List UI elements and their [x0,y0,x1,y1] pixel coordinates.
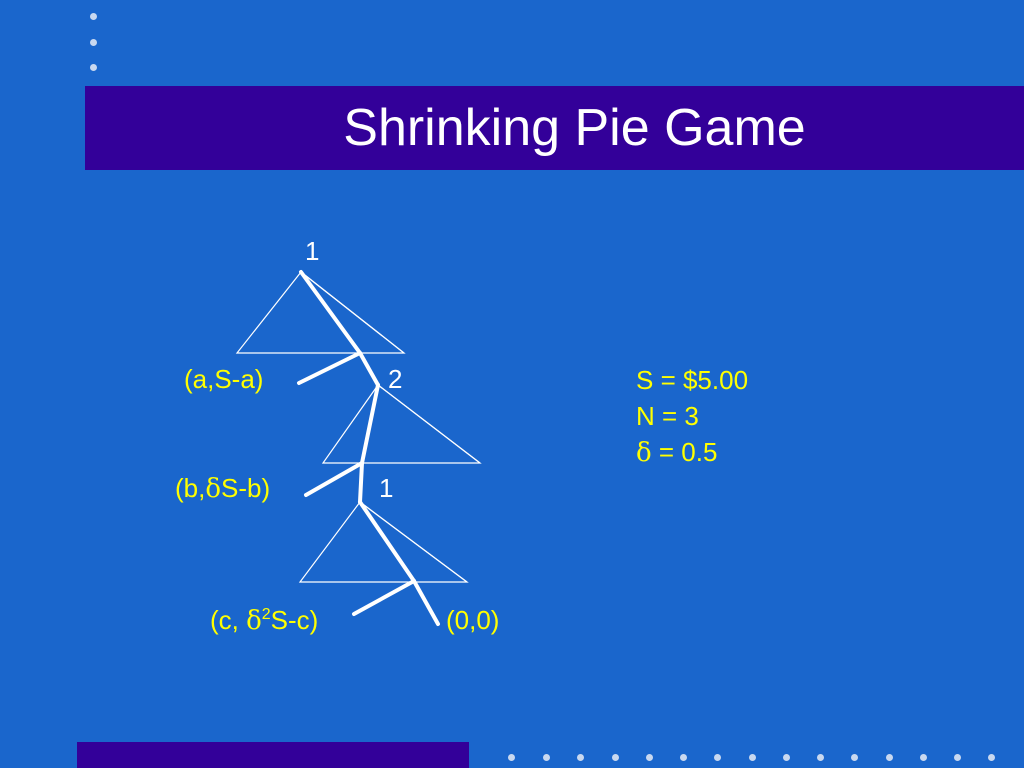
decor-dot-bottom-13 [920,754,927,761]
payoff-b-delta: δ [205,474,221,504]
slide-title: Shrinking Pie Game [343,99,806,157]
decor-dot-top-1 [90,13,97,20]
decor-dot-bottom-10 [817,754,824,761]
payoff-label-b: (b,δS-b) [175,475,270,502]
payoff-c-exponent: 2 [261,606,271,623]
decor-dot-bottom-6 [680,754,687,761]
tree-edge-thin-3 [359,501,468,583]
parameters-block: S = $5.00 N = 3 δ = 0.5 [636,362,748,471]
decor-dot-top-2 [90,39,97,46]
tree-edge-terminal [412,579,440,626]
param-delta: δ = 0.5 [636,434,748,471]
decor-dot-bottom-4 [612,754,619,761]
tree-edge-main-2 [360,383,380,465]
node-label-player-2: 2 [388,364,403,394]
payoff-label-a: (a,S-a) [184,366,263,392]
tree-edge-offer-a [297,351,362,385]
param-n: N = 3 [636,401,699,431]
payoff-label-terminal: (0,0) [446,605,500,635]
tree-edge-offer-c [352,579,416,616]
payoff-b-suffix: S-b) [221,473,271,503]
title-bar: Shrinking Pie Game [85,86,1024,170]
tree-edge-thin-1 [300,271,405,354]
decor-dot-bottom-2 [543,754,550,761]
payoff-b-prefix: (b, [175,473,206,503]
tree-edge-offer-b [304,461,364,497]
info-triangle-1 [235,271,406,354]
decor-dot-bottom-1 [508,754,515,761]
param-delta-value: = 0.5 [651,437,718,467]
decor-dot-bottom-11 [851,754,858,761]
tree-edge-to-node-3 [358,461,364,504]
tree-edge-main-3 [358,500,416,583]
node-label-player-1-bottom: 1 [379,473,394,503]
decor-dot-top-3 [90,64,97,71]
info-triangle-3 [298,501,469,583]
decor-dot-bottom-12 [886,754,893,761]
tree-edge-main-1 [299,270,362,355]
decor-dot-bottom-15 [988,754,995,761]
decor-dot-bottom-7 [714,754,721,761]
decor-dot-bottom-14 [954,754,961,761]
payoff-a-text: (a,S-a) [184,364,264,394]
tree-edge-to-node-2 [358,351,380,387]
tree-edge-thin-2 [377,384,481,464]
payoff-c-prefix: (c, [210,605,247,635]
payoff-label-c: (c, δ2S-c) [210,605,319,636]
decor-dot-bottom-8 [749,754,756,761]
footer-bar [77,742,469,768]
decor-dot-bottom-3 [577,754,584,761]
payoff-c-delta: δ [246,606,262,636]
node-label-player-1-top: 1 [305,236,320,266]
decor-dot-bottom-9 [783,754,790,761]
param-s: S = $5.00 [636,365,749,395]
param-delta-symbol: δ [636,438,652,468]
payoff-c-suffix: S-c) [270,605,319,635]
decor-dot-bottom-5 [646,754,653,761]
info-triangle-2 [321,384,482,464]
